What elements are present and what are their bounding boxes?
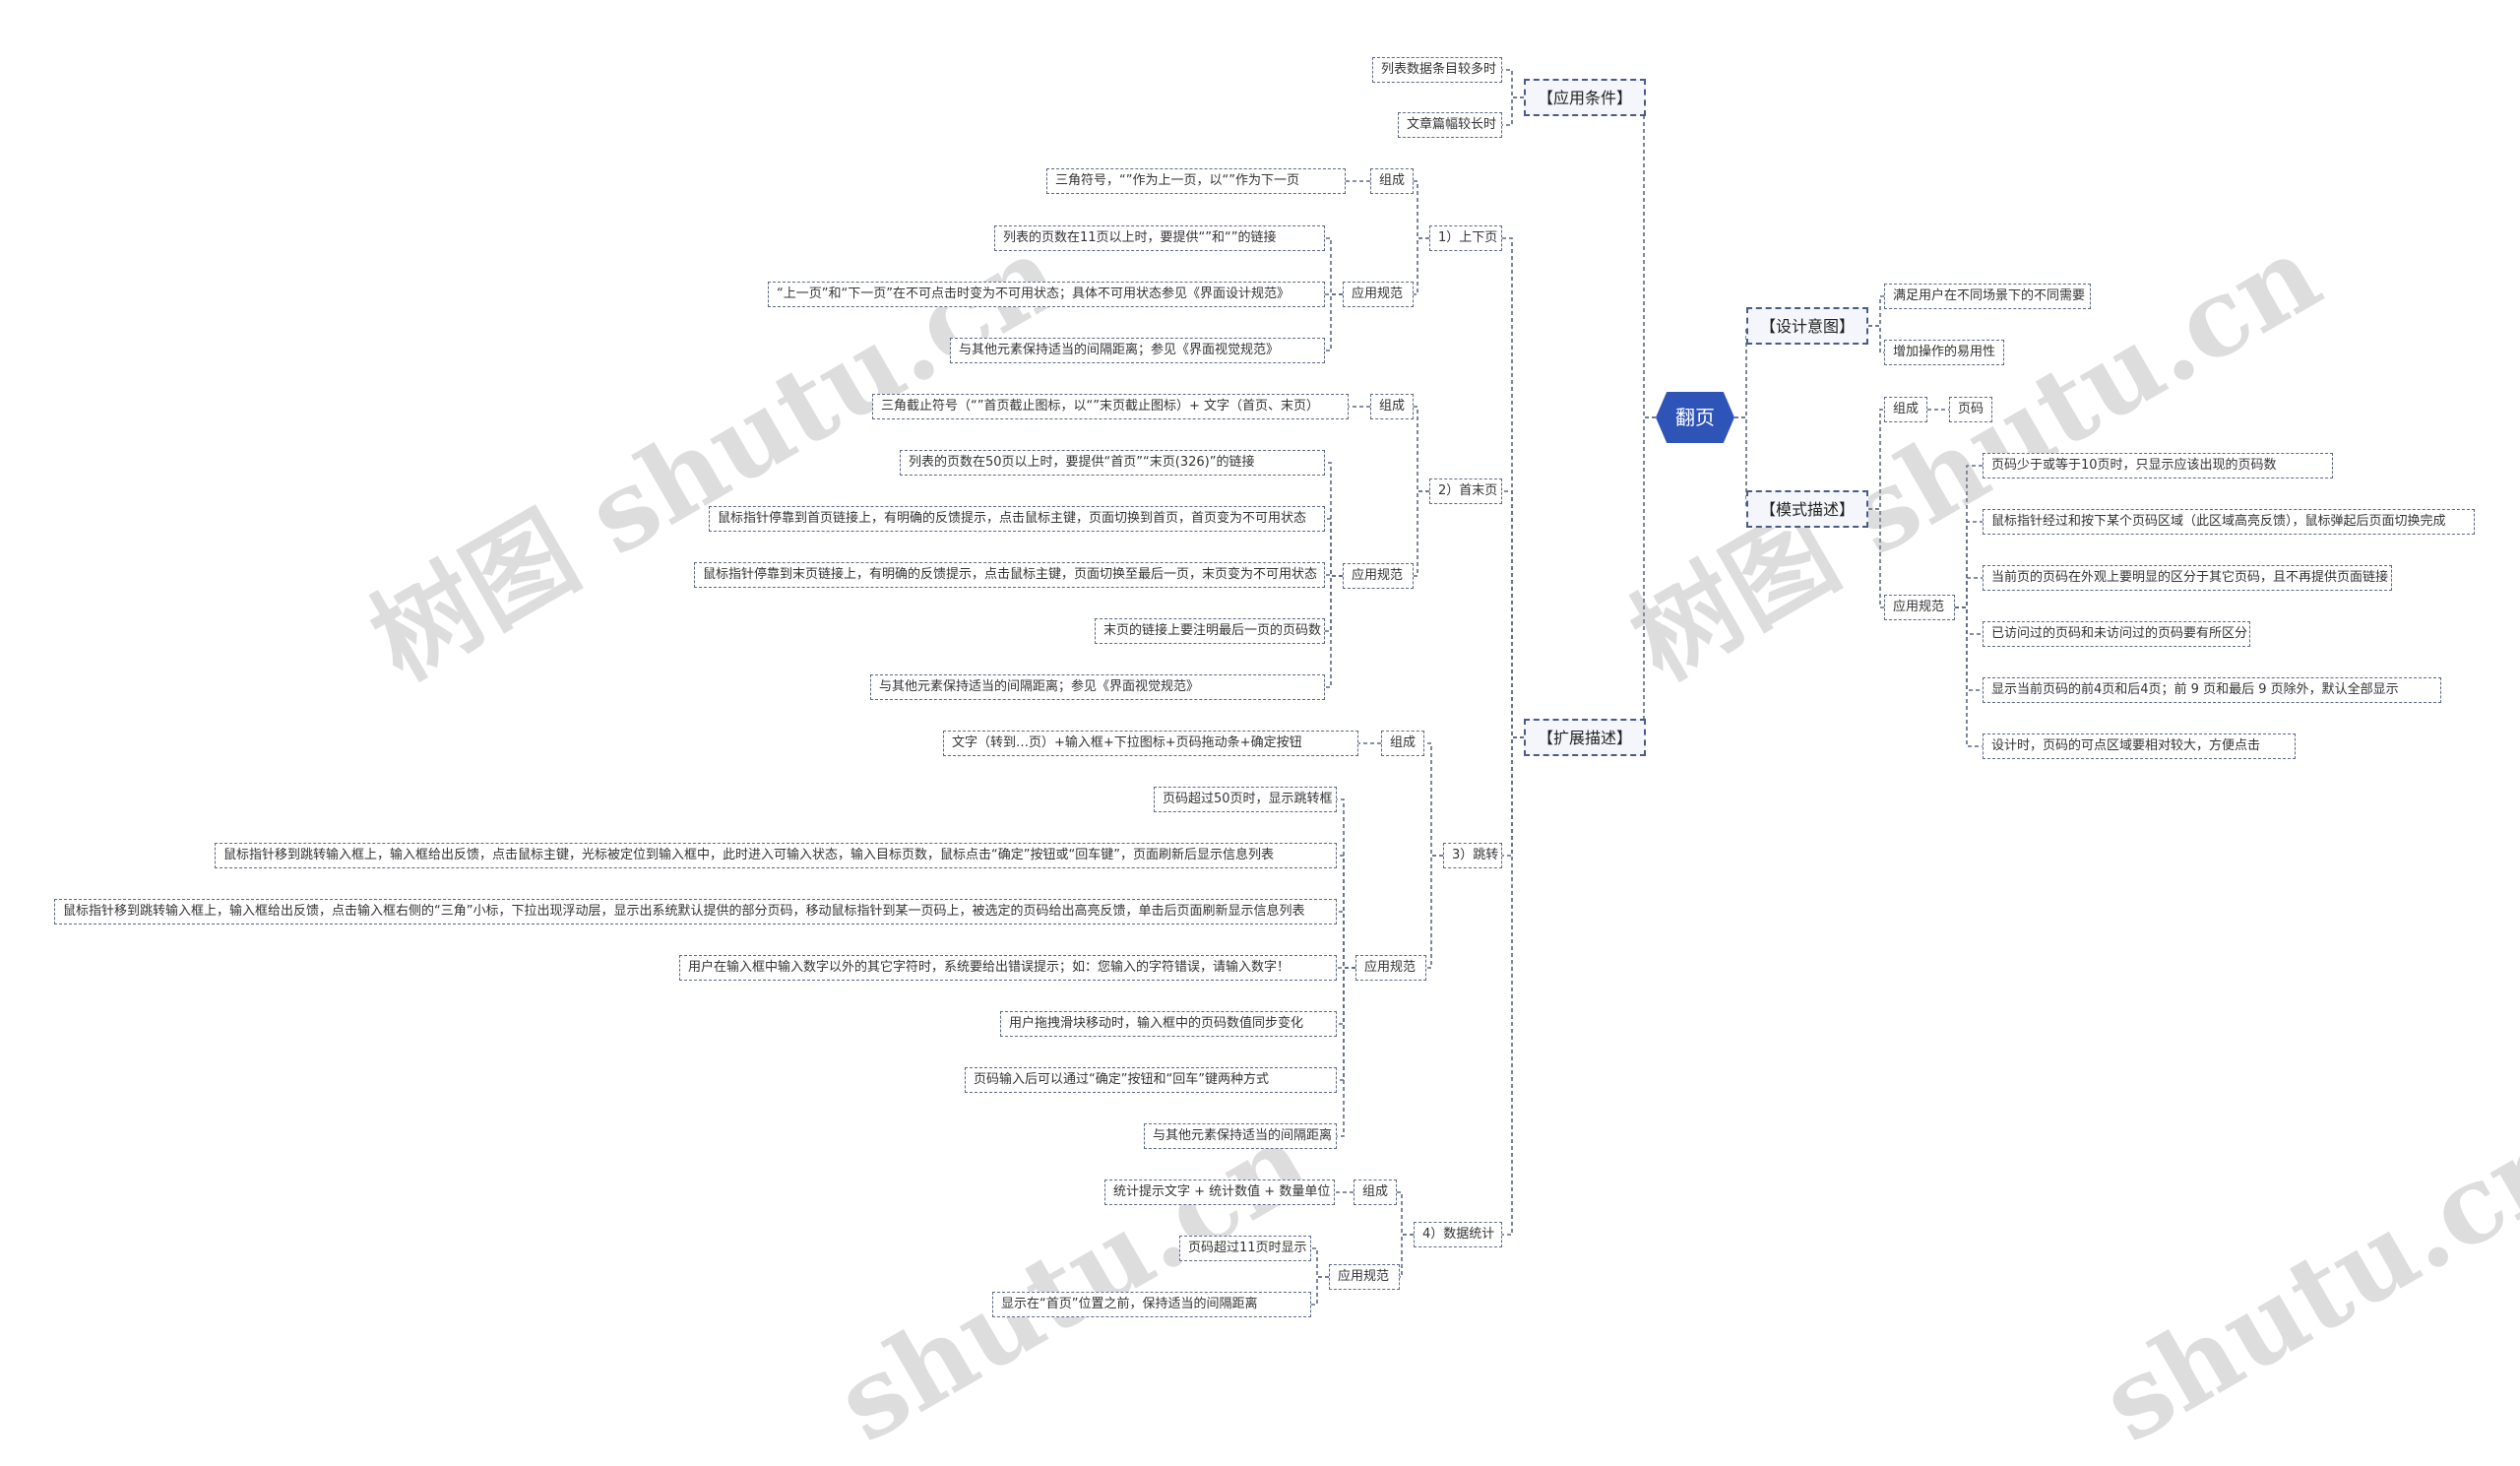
connector-line bbox=[1426, 855, 1443, 969]
spec-label[interactable]: 应用规范 bbox=[1343, 563, 1414, 589]
connector-line bbox=[1397, 1191, 1414, 1236]
spec-item[interactable]: 鼠标指针停靠到末页链接上，有明确的反馈提示，点击鼠标主键，页面切换至最后一页，末… bbox=[694, 562, 1325, 588]
connector-line bbox=[1868, 325, 1884, 353]
condition-item[interactable]: 列表数据条目较多时 bbox=[1372, 57, 1502, 83]
connector-line bbox=[1325, 462, 1343, 577]
spec-item[interactable]: 与其他元素保持适当的间隔距离 bbox=[1144, 1123, 1337, 1149]
connector-line bbox=[1502, 490, 1524, 738]
spec-item[interactable]: 与其他元素保持适当的间隔距离；参见《界面视觉规范》 bbox=[870, 674, 1325, 700]
sub-firstlast[interactable]: 2）首末页 bbox=[1429, 478, 1502, 504]
spec-item[interactable]: 显示在“首页”位置之前，保持适当的间隔距离 bbox=[992, 1292, 1311, 1317]
sub-jump[interactable]: 3）跳转 bbox=[1443, 843, 1502, 868]
compose-label[interactable]: 组成 bbox=[1370, 168, 1414, 194]
spec-item[interactable]: 列表的页数在50页以上时，要提供“首页”“末页(326)”的链接 bbox=[900, 450, 1325, 476]
compose-label[interactable]: 组成 bbox=[1381, 731, 1424, 756]
compose-label[interactable]: 组成 bbox=[1884, 397, 1927, 422]
spec-item[interactable]: 页码输入后可以通过“确定”按钮和“回车”键两种方式 bbox=[965, 1067, 1337, 1093]
spec-item[interactable]: 用户在输入框中输入数字以外的其它字符时，系统要给出错误提示；如：您输入的字符错误… bbox=[679, 955, 1337, 981]
spec-item[interactable]: 用户拖拽滑块移动时，输入框中的页码数值同步变化 bbox=[1000, 1011, 1337, 1037]
spec-label[interactable]: 应用规范 bbox=[1355, 955, 1426, 981]
intent-item[interactable]: 增加操作的易用性 bbox=[1884, 340, 2004, 365]
compose-label[interactable]: 组成 bbox=[1370, 394, 1414, 419]
connector-line bbox=[1502, 736, 1524, 857]
spec-item[interactable]: 当前页的页码在外观上要明显的区分于其它页码，且不再提供页面链接 bbox=[1983, 565, 2392, 591]
connector-line bbox=[1325, 575, 1343, 688]
watermark-4: shutu.cn bbox=[2082, 1098, 2520, 1466]
mind-map-canvas: 树图 shutu.cn 树图 shutu.cn shutu.cn shutu.c… bbox=[54, 57, 2520, 1466]
connector-line bbox=[1502, 96, 1524, 126]
connector-line bbox=[1414, 237, 1429, 295]
compose-item[interactable]: 三角截止符号（“”首页截止图标，以“”末页截止图标）+ 文字（首页、末页） bbox=[872, 394, 1349, 419]
sub-prevnext[interactable]: 1）上下页 bbox=[1429, 225, 1502, 251]
connector-line bbox=[1325, 574, 1343, 577]
connector-line bbox=[1337, 911, 1355, 969]
connector-line bbox=[1337, 967, 1355, 1025]
connector-line bbox=[1325, 237, 1343, 295]
connector-line bbox=[1868, 295, 1884, 327]
connector-line bbox=[1502, 736, 1524, 1236]
compose-label[interactable]: 组成 bbox=[1354, 1179, 1397, 1205]
connector-line bbox=[1414, 490, 1429, 577]
connector-line bbox=[1414, 406, 1429, 492]
connector-line bbox=[1325, 575, 1343, 632]
spec-item[interactable]: 列表的页数在11页以上时，要提供“”和“”的链接 bbox=[994, 225, 1325, 251]
connector-line bbox=[1337, 967, 1355, 1137]
connector-line bbox=[1414, 180, 1429, 239]
connector-line bbox=[1502, 237, 1524, 738]
root-node[interactable]: 翻页 bbox=[1656, 392, 1734, 443]
connector-line bbox=[1337, 967, 1355, 1081]
connector-line bbox=[1955, 606, 1983, 691]
condition-item[interactable]: 文章篇幅较长时 bbox=[1398, 112, 1502, 138]
connector-line bbox=[1734, 326, 1747, 418]
spec-item[interactable]: 页码少于或等于10页时，只显示应该出现的页码数 bbox=[1983, 453, 2333, 478]
spec-item[interactable]: 末页的链接上要注明最后一页的页码数 bbox=[1095, 618, 1325, 644]
spec-item[interactable]: 设计时，页码的可点区域要相对较大，方便点击 bbox=[1983, 733, 2296, 759]
compose-item[interactable]: 三角符号，“”作为上一页，以“”作为下一页 bbox=[1046, 168, 1346, 194]
spec-item[interactable]: 鼠标指针移到跳转输入框上，输入框给出反馈，点击输入框右侧的“三角”小标，下拉出现… bbox=[54, 899, 1337, 924]
spec-item[interactable]: 已访问过的页码和未访问过的页码要有所区分 bbox=[1983, 621, 2250, 647]
compose-item[interactable]: 页码 bbox=[1949, 397, 1992, 422]
connector-line bbox=[1337, 855, 1355, 969]
spec-item[interactable]: 鼠标指针移到跳转输入框上，输入框给出反馈，点击鼠标主键，光标被定位到输入框中，此… bbox=[215, 843, 1337, 868]
branch-conditions[interactable]: 【应用条件】 bbox=[1524, 79, 1646, 116]
compose-item[interactable]: 统计提示文字 + 统计数值 + 数量单位 bbox=[1104, 1179, 1335, 1205]
connector-line bbox=[1337, 798, 1355, 969]
spec-label[interactable]: 应用规范 bbox=[1329, 1264, 1400, 1290]
branch-intent[interactable]: 【设计意图】 bbox=[1746, 307, 1868, 345]
connector-line bbox=[1502, 69, 1524, 98]
connector-line bbox=[1311, 1276, 1329, 1306]
connector-line bbox=[1955, 606, 1983, 635]
spec-item[interactable]: 与其他元素保持适当的间隔距离；参见《界面视觉规范》 bbox=[950, 338, 1325, 363]
spec-item[interactable]: 页码超过11页时显示 bbox=[1179, 1236, 1311, 1261]
connector-line bbox=[1955, 577, 1983, 608]
spec-item[interactable]: 显示当前页码的前4页和后4页；前 9 页和最后 9 页除外，默认全部显示 bbox=[1983, 677, 2441, 703]
spec-label[interactable]: 应用规范 bbox=[1884, 595, 1955, 620]
spec-item[interactable]: “上一页”和“下一页”在不可点击时变为不可用状态；具体不可用状态参见《界面设计规… bbox=[768, 282, 1325, 307]
connector-line bbox=[1955, 606, 1983, 747]
connector-line bbox=[1424, 742, 1443, 857]
sub-stats[interactable]: 4）数据统计 bbox=[1414, 1222, 1502, 1247]
connector-line bbox=[1325, 518, 1343, 577]
branch-pattern[interactable]: 【模式描述】 bbox=[1746, 490, 1868, 528]
intent-item[interactable]: 满足用户在不同场景下的不同需要 bbox=[1884, 284, 2091, 309]
spec-item[interactable]: 鼠标指针经过和按下某个页码区域（此区域高亮反馈），鼠标弹起后页面切换完成 bbox=[1983, 509, 2475, 535]
connector-line bbox=[1400, 1234, 1414, 1278]
spec-item[interactable]: 鼠标指针停靠到首页链接上，有明确的反馈提示，点击鼠标主键，页面切换到首页，首页变… bbox=[709, 506, 1325, 532]
compose-item[interactable]: 文字（转到…页）+输入框+下拉图标+页码拖动条+确定按钮 bbox=[943, 731, 1358, 756]
connector-line bbox=[1311, 1247, 1329, 1278]
branch-extended[interactable]: 【扩展描述】 bbox=[1524, 719, 1646, 756]
watermark-3: shutu.cn bbox=[817, 1098, 1330, 1466]
spec-item[interactable]: 页码超过50页时，显示跳转框 bbox=[1154, 787, 1337, 812]
connector-line bbox=[1325, 293, 1343, 351]
spec-label[interactable]: 应用规范 bbox=[1343, 282, 1414, 307]
connector-line bbox=[1643, 96, 1656, 418]
